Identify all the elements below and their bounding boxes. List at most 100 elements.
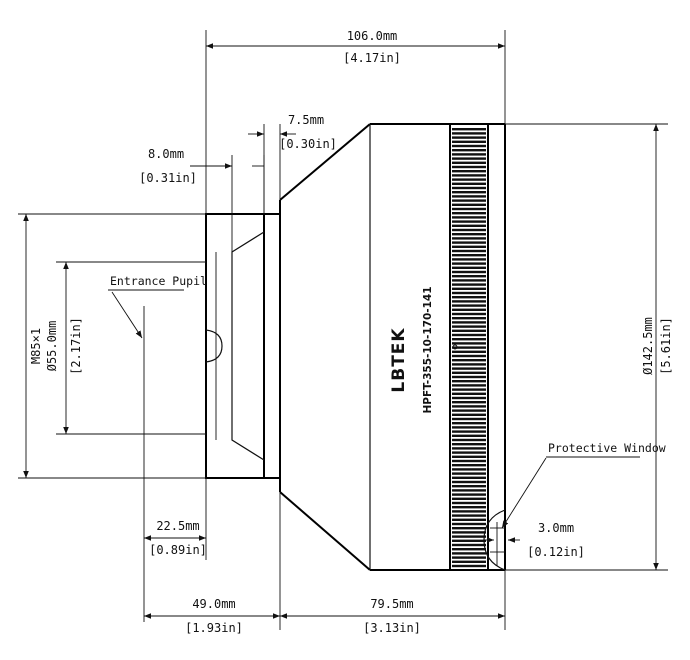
knurl-tooth [452, 518, 486, 521]
knurl-tooth [452, 480, 486, 484]
knurl-tooth [452, 300, 486, 303]
total-length-in: [4.17in] [343, 51, 401, 65]
knurl-tooth [452, 241, 486, 244]
knurl-tooth [452, 375, 486, 379]
knurl-tooth [452, 564, 486, 568]
knurl-tooth [452, 321, 486, 324]
knurl-tooth [452, 350, 486, 353]
brand-logo: LBTEK [389, 327, 409, 392]
knurl-tooth [452, 283, 486, 286]
knurl-tooth [452, 396, 486, 400]
knurl-tooth [452, 430, 486, 433]
knurl-tooth [452, 413, 486, 416]
knurl-tooth [452, 195, 486, 198]
knurl-tooth [452, 527, 486, 530]
knurl-tooth [452, 144, 486, 148]
knurl-tooth [452, 199, 486, 202]
dim-body-length: 79.5mm [3.13in] [280, 570, 506, 635]
knurl-tooth [452, 417, 486, 421]
knurl-tooth [452, 203, 486, 206]
flange [263, 213, 281, 479]
knurl-tooth [452, 531, 486, 534]
flange-in: [0.30in] [279, 137, 337, 151]
pupil-offset-mm: 22.5mm [156, 519, 199, 533]
knurl-tooth [452, 233, 486, 236]
knurl-tooth [452, 312, 486, 316]
knurl-tooth [452, 543, 486, 547]
knurl-tooth [452, 153, 486, 156]
knurl-tooth [452, 207, 486, 211]
protective-window-callout: Protective Window [501, 441, 666, 529]
dim-window-thickness: 3.0mm [0.12in] [484, 521, 585, 559]
knurl-tooth [452, 296, 486, 299]
knurl-tooth [452, 191, 486, 194]
knurl-tooth [452, 157, 486, 160]
knurl-tooth [452, 497, 486, 500]
knurl-tooth [452, 308, 486, 311]
knurl-tooth [452, 552, 486, 555]
body-diameter-in: [5.61in] [659, 317, 673, 375]
knurl-tooth [452, 136, 486, 139]
knurl-tooth [452, 539, 486, 542]
entrance-pupil-mark [205, 329, 223, 363]
knurl-tooth [452, 237, 486, 240]
knurl-tooth [452, 249, 486, 253]
knurl-tooth [452, 342, 486, 345]
knurl-tooth [452, 464, 486, 467]
body-length-in: [3.13in] [363, 621, 421, 635]
knurl-tooth [452, 254, 486, 257]
front-step-in: [0.31in] [139, 171, 197, 185]
knurl-tooth [452, 291, 486, 295]
knurl-tooth [452, 178, 486, 181]
flange-mm: 7.5mm [288, 113, 324, 127]
front-section-in: [1.93in] [185, 621, 243, 635]
knurl-tooth [452, 224, 486, 227]
dim-flange: 7.5mm [0.30in] [248, 113, 337, 214]
thread-spec: M85×1 [29, 328, 43, 364]
knurl-tooth [452, 279, 486, 282]
pupil-offset-in: [0.89in] [149, 543, 207, 557]
knurl-tooth [452, 384, 486, 387]
model-number: HPFT-355-10-170-141 [422, 286, 434, 413]
dim-pupil-offset: 22.5mm [0.89in] [144, 478, 207, 560]
knurl-tooth [452, 363, 486, 366]
total-length-mm: 106.0mm [347, 29, 398, 43]
knurl-tooth [452, 522, 486, 526]
knurl-tooth [452, 455, 486, 458]
knurl-tooth [452, 338, 486, 341]
body-length-mm: 79.5mm [370, 597, 413, 611]
knurl-tooth [452, 266, 486, 269]
knurl-tooth [452, 514, 486, 517]
knurl-tooth [452, 317, 486, 320]
knurl-tooth [452, 371, 486, 374]
knurl-tooth [452, 262, 486, 265]
knurl-tooth [452, 170, 486, 173]
knurl-tooth [452, 140, 486, 143]
knurl-tooth [452, 451, 486, 454]
knurl-tooth [452, 459, 486, 463]
knurl-tooth [452, 346, 486, 349]
knurl-tooth [452, 380, 486, 383]
dim-front-step: 8.0mm [0.31in] [139, 147, 265, 252]
lens-outline [205, 123, 506, 571]
knurl-tooth [452, 548, 486, 551]
knurl-tooth [452, 422, 486, 425]
dim-body-diameter: Ø142.5mm [5.61in] [505, 123, 673, 571]
knurl-tooth [452, 510, 486, 513]
cone-top [279, 123, 371, 201]
knurl-tooth [452, 354, 486, 358]
knurl-tooth [452, 489, 486, 492]
knurl-tooth [452, 258, 486, 261]
protective-window-label: Protective Window [548, 441, 666, 455]
knurl-tooth [452, 329, 486, 332]
knurl-tooth [452, 485, 486, 488]
knurl-tooth [452, 186, 486, 190]
front-section-mm: 49.0mm [192, 597, 235, 611]
knurl-tooth [452, 443, 486, 446]
knurl-tooth [452, 438, 486, 442]
cone-bottom [279, 491, 371, 571]
pupil-diameter-in: [2.17in] [69, 317, 83, 375]
knurl-tooth [452, 535, 486, 538]
body-diameter-mm: Ø142.5mm [641, 317, 655, 375]
